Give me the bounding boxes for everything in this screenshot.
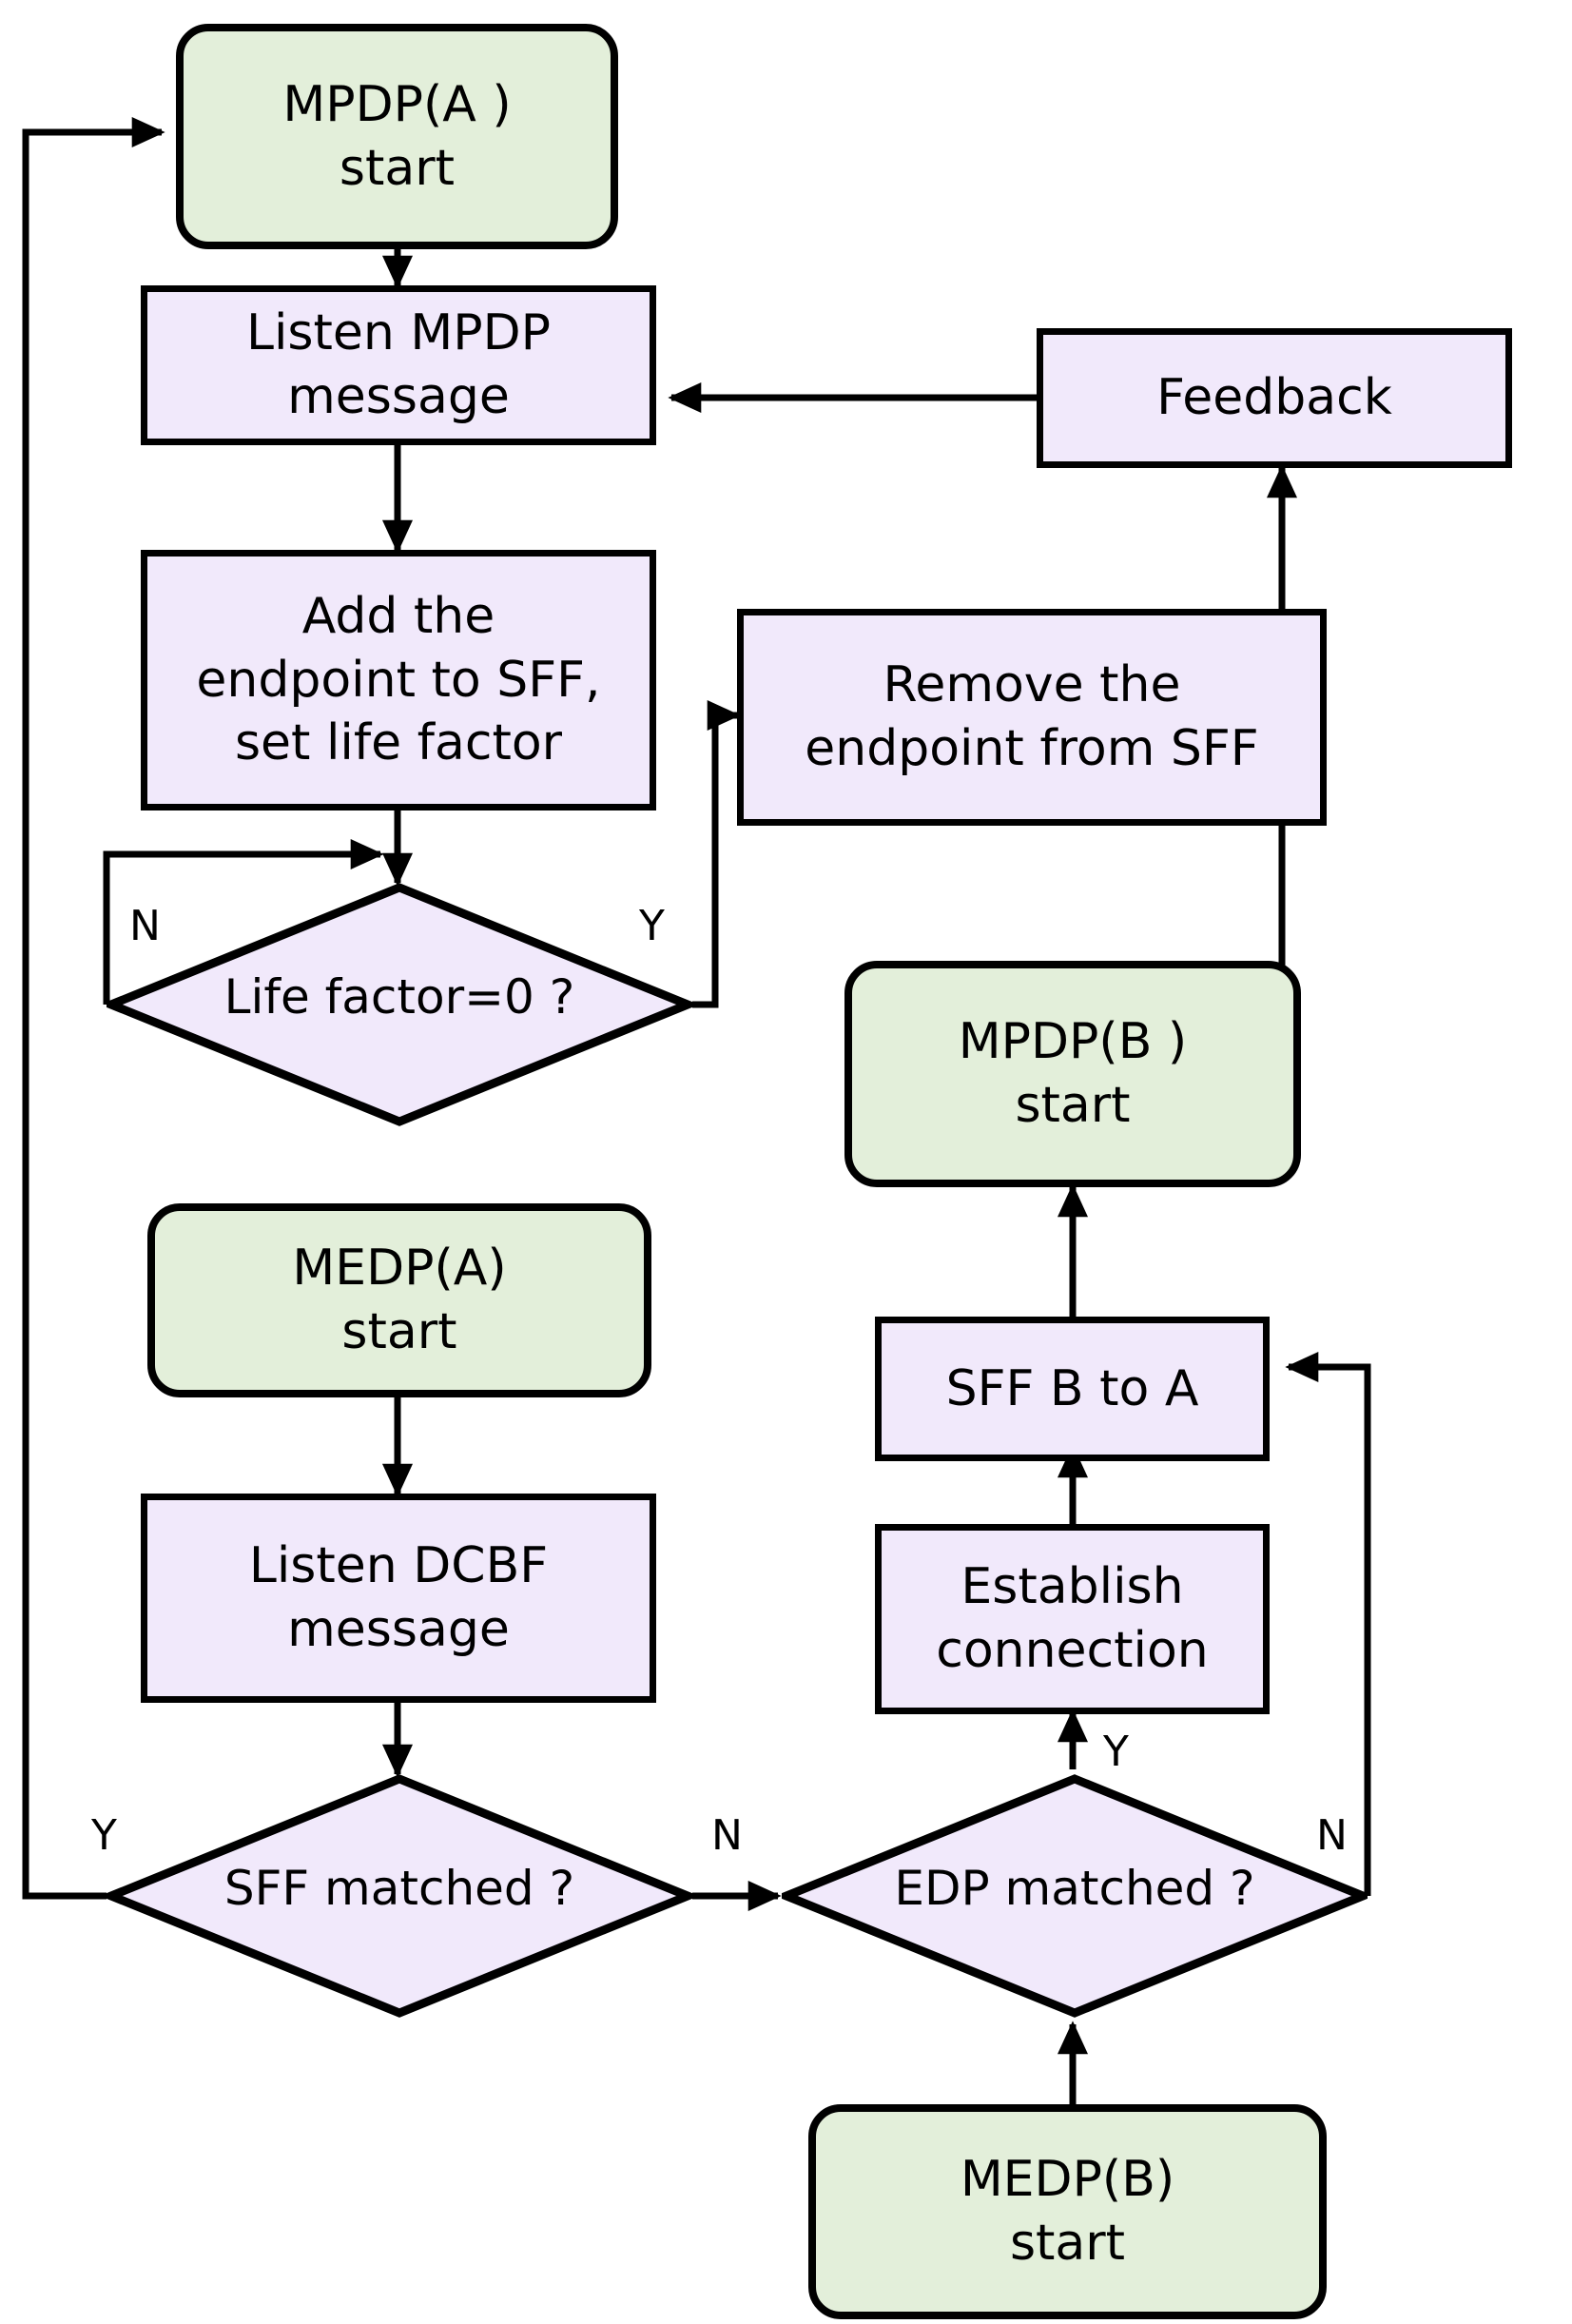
node-label: EDP matched ? [894,1861,1255,1916]
node-label: Listen DCBF message [248,1537,549,1658]
node-label: MEDP(A) start [292,1240,507,1360]
node-label: SFF matched ? [223,1861,575,1916]
node-label: MEDP(B) start [960,2151,1175,2272]
node-label: Life factor=0 ? [223,969,575,1025]
node-label: Establish connection [936,1558,1209,1679]
edge-label-edp-matched-yes: Y [1103,1728,1129,1776]
edge-label-sff-matched-no: N [711,1811,743,1860]
node-label: Remove the endpoint from SFF [805,656,1259,777]
node-sff-b-to-a[interactable]: SFF B to A [875,1317,1270,1461]
node-label: Add the endpoint to SFF, set life factor [196,588,601,772]
node-label: MPDP(B ) start [958,1013,1188,1134]
edge-label-life-factor-no: N [129,902,161,950]
diamond-shape [782,1774,1368,2018]
node-life-factor-decision[interactable]: Life factor=0 ? [107,883,692,1126]
diamond-shape [107,1774,692,2018]
node-remove-endpoint[interactable]: Remove the endpoint from SFF [737,609,1327,826]
node-label: MPDP(A ) start [282,75,512,197]
edge-lifefactor-no-loop [103,838,384,1005]
node-mpdp-b-start[interactable]: MPDP(B ) start [844,961,1301,1187]
edge-label-life-factor-yes: Y [639,902,665,950]
node-listen-dcbf[interactable]: Listen DCBF message [141,1494,656,1703]
node-listen-mpdp[interactable]: Listen MPDP message [141,285,656,445]
edge-edpmatched-no-to-sffbtoa [1285,1351,1371,1896]
edge-label-sff-matched-yes: Y [91,1811,117,1860]
node-establish-connection[interactable]: Establish connection [875,1524,1270,1714]
node-label: SFF B to A [945,1359,1199,1417]
edge-lifefactor-yes-to-remove [692,699,741,1008]
node-sff-matched-decision[interactable]: SFF matched ? [107,1774,692,2018]
node-add-endpoint[interactable]: Add the endpoint to SFF, set life factor [141,550,656,810]
node-feedback[interactable]: Feedback [1037,328,1512,468]
node-mpdp-a-start[interactable]: MPDP(A ) start [176,24,618,249]
node-edp-matched-decision[interactable]: EDP matched ? [782,1774,1368,2018]
node-label: Listen MPDP message [246,304,551,425]
node-medp-b-start[interactable]: MEDP(B) start [808,2104,1327,2319]
node-label: Feedback [1156,369,1392,427]
node-medp-a-start[interactable]: MEDP(A) start [147,1203,651,1397]
diamond-shape [107,883,692,1126]
edge-sffmatched-yes-to-mpdpA [22,116,165,1900]
edge-label-edp-matched-no: N [1316,1811,1348,1860]
